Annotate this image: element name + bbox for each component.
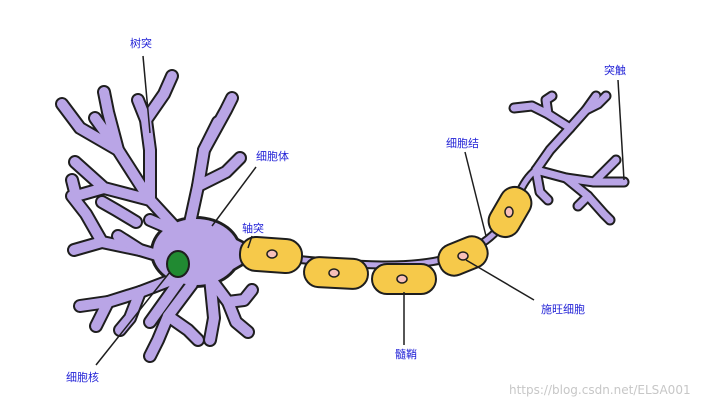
label-dendrite: 树突 bbox=[130, 36, 152, 50]
label-node-of-ranvier: 细胞结 bbox=[446, 137, 479, 150]
label-myelin-sheath: 髓鞘 bbox=[395, 347, 417, 361]
labels: 树突 细胞体 轴突 细胞核 细胞结 施旺细胞 髓鞘 突触 bbox=[66, 36, 626, 384]
leader-node bbox=[464, 151, 487, 237]
nucleus bbox=[166, 250, 190, 278]
leader-dendrite bbox=[142, 55, 151, 134]
leader-synapse bbox=[617, 79, 625, 181]
schwann-nuclei bbox=[266, 206, 514, 284]
axon-terminals bbox=[510, 92, 628, 224]
leader-axon bbox=[247, 235, 253, 249]
label-soma: 细胞体 bbox=[256, 149, 289, 163]
leader-lines bbox=[95, 55, 625, 366]
label-nucleus: 细胞核 bbox=[66, 370, 99, 384]
neuron-outline-layer bbox=[55, 69, 630, 363]
leader-nucleus bbox=[95, 271, 171, 366]
leader-schwann bbox=[465, 259, 535, 301]
label-axon: 轴突 bbox=[242, 221, 264, 235]
leader-soma bbox=[211, 166, 257, 227]
watermark: https://blog.csdn.net/ELSA001 bbox=[509, 383, 691, 397]
label-schwann-cell: 施旺细胞 bbox=[541, 303, 585, 316]
label-synapse: 突触 bbox=[604, 63, 626, 77]
